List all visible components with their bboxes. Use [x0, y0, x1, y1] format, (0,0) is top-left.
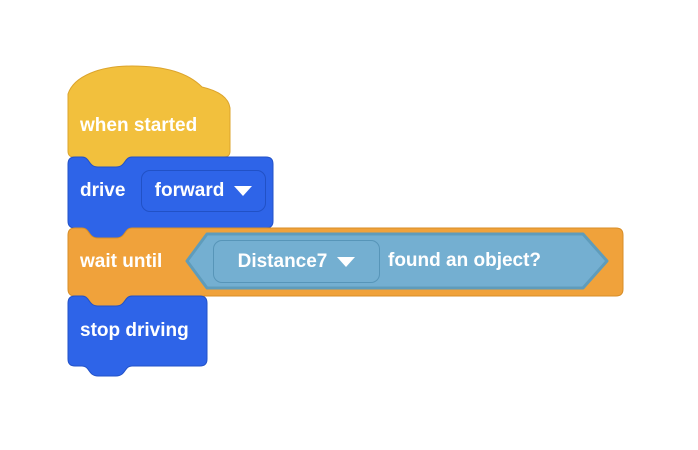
dropdown-arrow-icon — [337, 256, 356, 267]
dropdown-arrow-icon — [234, 186, 253, 196]
drive-direction-dropdown[interactable]: forward — [141, 170, 266, 212]
when-started-hat-block[interactable]: when started — [66, 64, 236, 170]
boolean-condition-hexagon[interactable] — [185, 232, 609, 290]
drive-direction-value: forward — [154, 180, 225, 201]
stop-driving-shape-svg — [67, 295, 208, 377]
when-started-label: when started — [80, 115, 198, 136]
wait-until-block[interactable]: wait until Distance7 found an object? — [66, 225, 626, 317]
stop-driving-label: stop driving — [80, 320, 189, 341]
wait-until-label: wait until — [80, 251, 163, 272]
wait-until-shape-svg — [67, 227, 624, 307]
stop-driving-block-shape[interactable] — [67, 295, 208, 377]
stop-driving-block[interactable]: stop driving — [66, 293, 224, 389]
drive-label: drive — [80, 180, 126, 201]
sensor-dropdown[interactable]: Distance7 — [213, 240, 380, 283]
condition-label: found an object? — [388, 250, 542, 271]
drive-block[interactable]: drive forward — [66, 155, 280, 249]
sensor-value: Distance7 — [237, 250, 328, 272]
